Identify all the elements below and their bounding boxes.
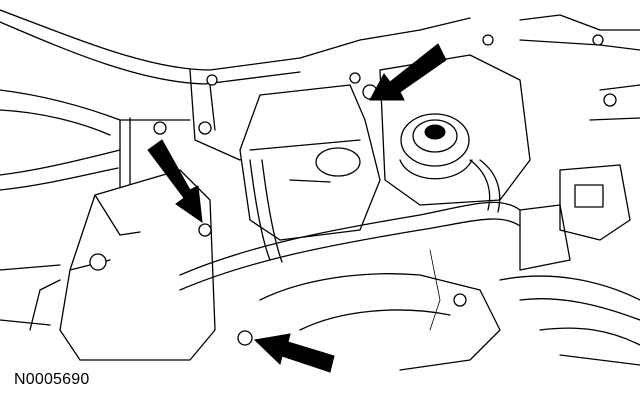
right-components: [482, 14, 640, 271]
coolant-reservoir: [239, 84, 381, 241]
apron-block-left: [0, 169, 216, 361]
hose: [179, 159, 521, 291]
figure-id-label: N0005690: [14, 371, 90, 388]
lower-engine: [237, 249, 640, 371]
callout-arrow-bottom: [253, 333, 335, 373]
callout-arrow-left: [147, 139, 203, 224]
radiator-support: [119, 69, 261, 301]
callout-arrow-upper-right: [369, 43, 447, 101]
hood-edge: [0, 9, 471, 191]
